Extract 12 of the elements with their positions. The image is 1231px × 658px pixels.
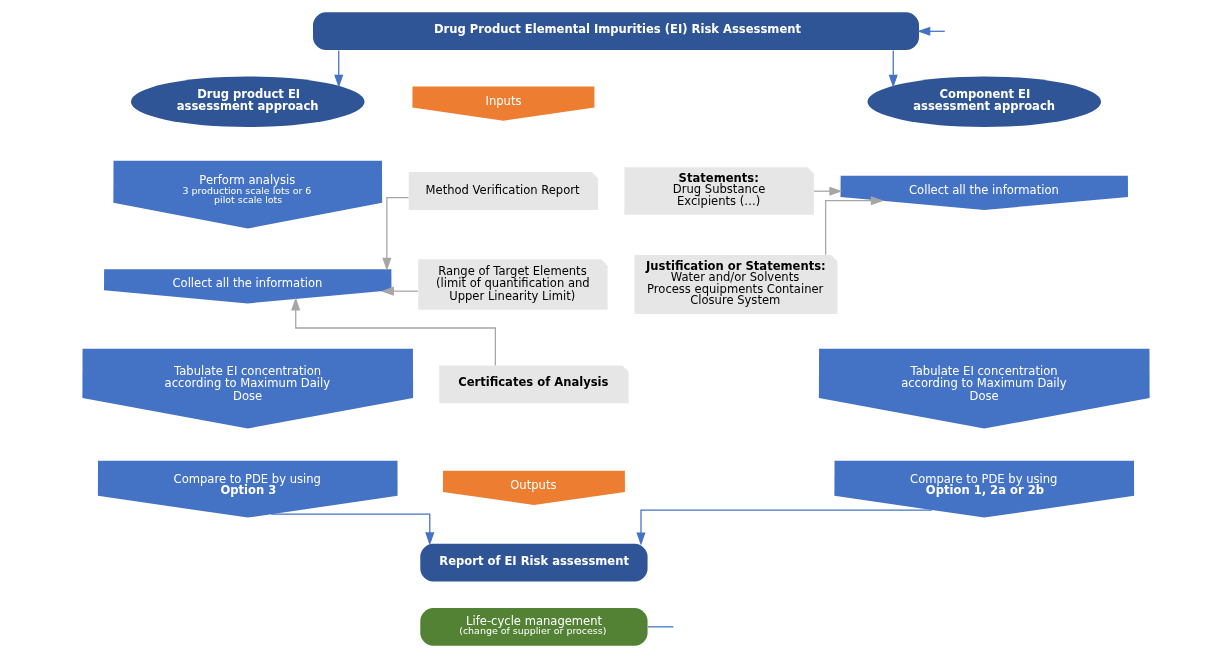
arrow [381, 196, 409, 271]
arrow [888, 49, 898, 88]
arrow [290, 297, 496, 366]
node-box: Drug Product Elemental Impurities (EI) Risk Assessment [312, 12, 919, 51]
node-box: Life-cycle management (change of supplier or process) [419, 607, 648, 646]
arrow [270, 513, 434, 546]
arrow [824, 196, 884, 256]
arrow [380, 286, 419, 296]
arrow [333, 49, 343, 88]
arrow [635, 509, 932, 546]
connector [646, 626, 674, 628]
node-box: Report of EI Risk assessment [419, 543, 648, 582]
